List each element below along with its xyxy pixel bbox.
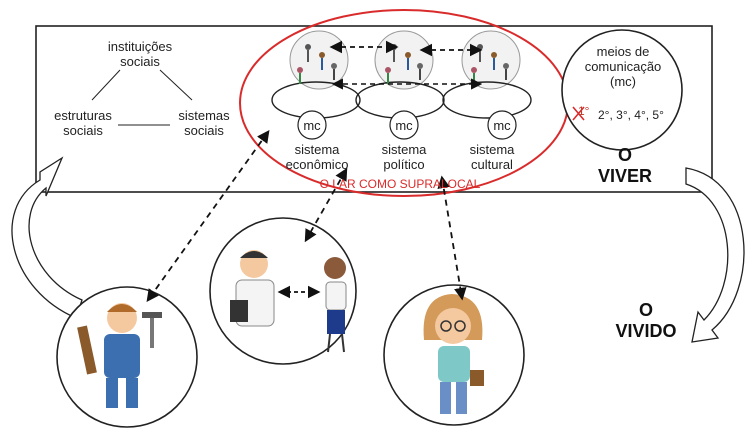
arrow-to-professionals bbox=[304, 167, 348, 243]
mc-label-cultural: mc bbox=[493, 118, 511, 133]
label-o-vivido: O VIVIDO bbox=[615, 300, 677, 341]
mc-label-economico: mc bbox=[303, 118, 321, 133]
system-group-cultural bbox=[442, 30, 532, 140]
woman-circle bbox=[383, 284, 525, 426]
label-instituicoes-sociais: instituições sociais bbox=[107, 39, 173, 69]
label-meios-comunicacao: meios de comunicação (mc) bbox=[584, 44, 662, 89]
first-ordinal-cross-icon bbox=[572, 106, 585, 121]
label-sistema-cultural: sistema cultural bbox=[469, 142, 515, 172]
label-o-viver: O VIVER bbox=[597, 145, 653, 186]
arrow-to-woman bbox=[437, 175, 467, 301]
worker-circle bbox=[56, 286, 198, 428]
curved-arrow-right bbox=[685, 167, 745, 343]
label-first-ordinal: 1° bbox=[578, 104, 590, 118]
arrow-to-worker bbox=[146, 129, 270, 303]
professionals-circle bbox=[209, 217, 357, 365]
label-media-ordinals: 2°, 3°, 4°, 5° bbox=[598, 108, 664, 122]
viver-frame bbox=[35, 25, 713, 193]
label-sistema-politico: sistema político bbox=[381, 142, 427, 172]
curved-arrow-left bbox=[11, 156, 83, 319]
label-supralocal: O LAR COMO SUPRALOCAL bbox=[319, 177, 481, 191]
label-sistemas-sociais: sistemas sociais bbox=[178, 108, 230, 138]
triad-line-top-left bbox=[91, 69, 121, 101]
label-estruturas-sociais: estruturas sociais bbox=[54, 108, 112, 138]
media-circle bbox=[561, 29, 683, 151]
label-sistema-economico: sistema econômico bbox=[285, 142, 349, 172]
triad-line-top-right bbox=[159, 69, 193, 101]
mc-label-politico: mc bbox=[395, 118, 413, 133]
